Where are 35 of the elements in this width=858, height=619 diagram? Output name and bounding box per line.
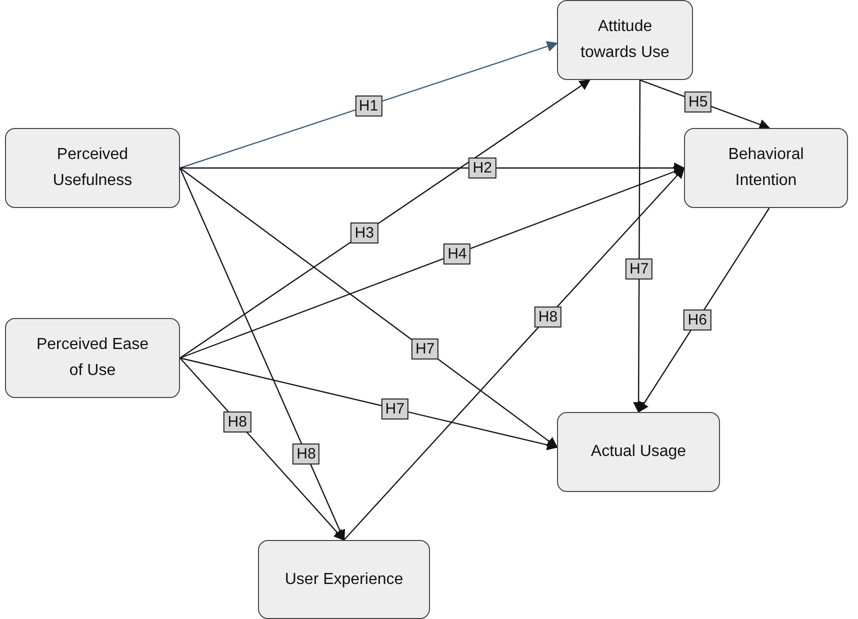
concept-box — [5, 318, 180, 398]
node-label: Attitude towards Use — [580, 17, 670, 63]
node-label: Actual Usage — [590, 442, 686, 462]
arrow — [344, 167, 685, 540]
arrow — [180, 41, 558, 169]
edge-label: H6 — [684, 310, 711, 331]
concept-box — [258, 540, 430, 619]
edge-label: H2 — [468, 158, 496, 178]
arrow — [180, 357, 558, 450]
concept-box — [684, 128, 848, 208]
edge-label: H5 — [684, 91, 712, 112]
edge-label: H4 — [444, 243, 471, 264]
arrow — [633, 80, 644, 414]
edge-label: H8 — [224, 411, 251, 432]
node-label: Perceived Usefulness — [52, 145, 134, 191]
arrow — [180, 79, 591, 358]
arrow — [180, 166, 686, 359]
node-label: User Experience — [284, 570, 404, 590]
edge-label: H1 — [354, 95, 382, 116]
edge-label: H8 — [534, 306, 562, 328]
arrow — [180, 168, 558, 448]
edge-label: H3 — [350, 222, 378, 244]
node-label: Perceived Ease of Use — [35, 335, 150, 381]
edge-label: H7 — [381, 398, 408, 420]
concept-box — [5, 128, 180, 208]
arrow — [180, 162, 686, 174]
edge-label: H7 — [626, 258, 653, 280]
edge-label: H8 — [292, 444, 320, 465]
edge-label: H7 — [411, 338, 439, 360]
arrow — [180, 358, 345, 541]
arrow — [638, 208, 770, 413]
arrow — [179, 168, 346, 541]
node-label: Behavioral Intention — [727, 145, 805, 191]
concept-box — [557, 0, 693, 80]
concept-box — [557, 412, 720, 492]
